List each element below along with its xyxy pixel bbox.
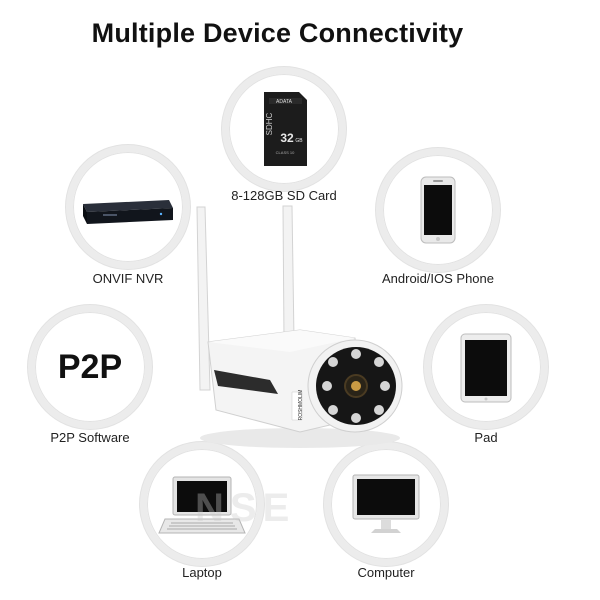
antenna-left bbox=[196, 206, 211, 391]
p2p-label: P2P Software bbox=[50, 430, 130, 445]
nvr-icon bbox=[83, 200, 173, 224]
laptop-label: Laptop bbox=[182, 565, 222, 580]
nvr-circle bbox=[66, 145, 190, 269]
svg-text:GB: GB bbox=[295, 138, 303, 144]
computer-label: Computer bbox=[357, 565, 415, 580]
sd-card-label: 8-128GB SD Card bbox=[231, 188, 337, 203]
svg-text:32: 32 bbox=[280, 131, 294, 145]
phone-label: Android/IOS Phone bbox=[381, 271, 495, 286]
laptop-circle bbox=[140, 442, 264, 566]
pad-label: Pad bbox=[474, 430, 498, 445]
phone-circle bbox=[376, 148, 500, 272]
camera-model-text: ROSHMOLIM bbox=[298, 390, 304, 421]
page-title: Multiple Device Connectivity bbox=[91, 18, 464, 48]
watermark: NSE bbox=[195, 486, 296, 530]
camera-body bbox=[207, 329, 361, 433]
monitor-icon bbox=[352, 474, 420, 533]
svg-text:ADATA: ADATA bbox=[276, 99, 293, 105]
laptop-icon bbox=[158, 476, 246, 534]
svg-text:SDHC: SDHC bbox=[265, 112, 274, 135]
p2p-circle: P2P bbox=[28, 305, 152, 429]
antenna-right bbox=[282, 205, 295, 341]
pad-circle bbox=[424, 305, 548, 429]
sd-card-circle: ADATA SDHC 32 GB CLASS 10 bbox=[222, 67, 346, 191]
tablet-icon bbox=[460, 333, 512, 403]
smartphone-icon bbox=[420, 176, 456, 244]
p2p-icon: P2P bbox=[57, 347, 123, 386]
sd-card-icon: ADATA SDHC 32 GB CLASS 10 bbox=[264, 92, 307, 166]
svg-text:CLASS 10: CLASS 10 bbox=[276, 150, 295, 155]
computer-circle bbox=[324, 442, 448, 566]
camera-front-lens bbox=[307, 339, 403, 433]
nvr-label: ONVIF NVR bbox=[92, 271, 164, 286]
